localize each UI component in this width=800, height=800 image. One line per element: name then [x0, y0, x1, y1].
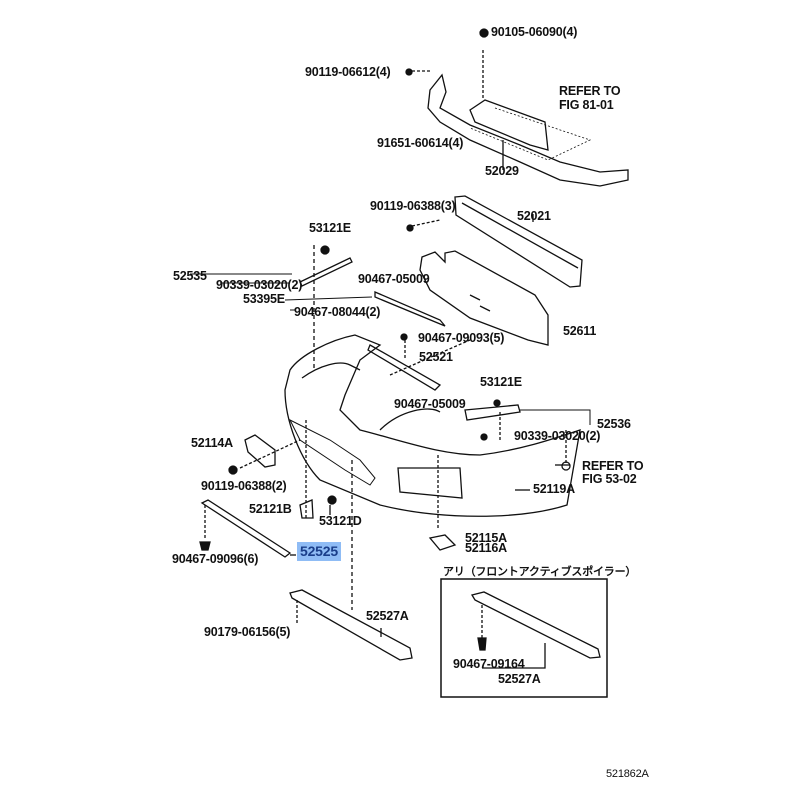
part-label-53121D[interactable]: 53121D: [319, 514, 362, 528]
refer-fig-53-02-link[interactable]: FIG 53-02: [582, 472, 637, 486]
part-label-52521[interactable]: 52521: [419, 350, 453, 364]
refer-to-label-2: REFER TO: [582, 459, 644, 473]
part-label-52029[interactable]: 52029: [485, 164, 519, 178]
part-label-52525-highlighted[interactable]: 52525: [297, 542, 341, 561]
option-box: [440, 578, 608, 698]
part-label-90339-03020-b[interactable]: 90339-03020(2): [514, 429, 601, 443]
front-spoiler-part: [289, 589, 413, 661]
part-label-52114A[interactable]: 52114A: [191, 436, 233, 450]
part-label-52121B[interactable]: 52121B: [249, 502, 292, 516]
part-label-52527A-b[interactable]: 52527A: [498, 672, 541, 686]
part-label-90467-09093[interactable]: 90467-09093(5): [418, 331, 505, 345]
lower-spoiler-strip-part: [199, 499, 296, 558]
option-box-title: アリ（フロントアクティブスポイラー）: [443, 566, 637, 578]
part-label-53121E-b[interactable]: 53121E: [480, 375, 522, 389]
part-label-52021[interactable]: 52021: [517, 209, 551, 223]
part-label-90105-06090[interactable]: 90105-06090(4): [491, 25, 578, 39]
part-label-52527A[interactable]: 52527A: [366, 609, 409, 623]
part-label-90339-03020[interactable]: 90339-03020(2): [216, 278, 303, 292]
part-label-52536[interactable]: 52536: [597, 417, 631, 431]
part-label-52611[interactable]: 52611: [563, 324, 597, 338]
part-label-90467-05009[interactable]: 90467-05009: [358, 272, 430, 286]
part-label-52116A[interactable]: 52116A: [465, 541, 507, 555]
refer-fig-81-01-link[interactable]: FIG 81-01: [559, 98, 614, 112]
part-label-90467-05009-b[interactable]: 90467-05009: [394, 397, 466, 411]
refer-to-label: REFER TO: [559, 84, 621, 98]
upper-bracket-parts: [190, 245, 446, 391]
part-label-90119-06612[interactable]: 90119-06612(4): [305, 65, 391, 79]
bumper-cover-part: [284, 334, 581, 610]
part-label-90119-06388-3[interactable]: 90119-06388(3): [370, 199, 456, 213]
part-label-90467-09096[interactable]: 90467-09096(6): [172, 552, 259, 566]
part-label-91651-60614[interactable]: 91651-60614(4): [377, 136, 464, 150]
side-bracket-parts: [228, 399, 591, 551]
part-label-90179-06156[interactable]: 90179-06156(5): [204, 625, 291, 639]
part-label-52115A[interactable]: 52115A: [465, 531, 507, 545]
part-label-52535[interactable]: 52535: [173, 269, 207, 283]
part-label-53395E[interactable]: 53395E: [243, 292, 285, 306]
part-label-90119-06388-2[interactable]: 90119-06388(2): [201, 479, 287, 493]
part-label-90467-08044[interactable]: 90467-08044(2): [294, 305, 381, 319]
part-label-53121E[interactable]: 53121E: [309, 221, 351, 235]
bumper-reinforcement-part: [406, 195, 583, 288]
part-label-52119A[interactable]: 52119A: [533, 482, 575, 496]
part-label-90467-09164[interactable]: 90467-09164: [453, 657, 525, 671]
energy-absorber-part: [419, 250, 549, 346]
figure-id: 521862A: [606, 768, 649, 780]
radiator-support-part: [405, 28, 629, 187]
